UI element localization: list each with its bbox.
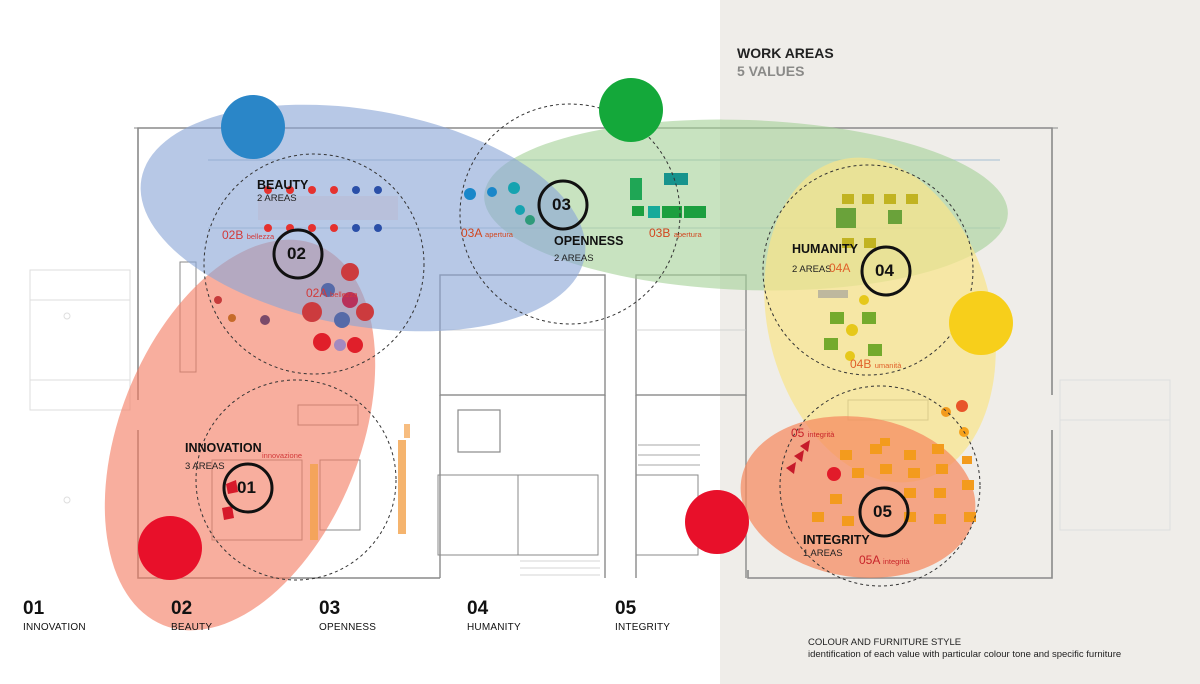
zone-label-integrity: INTEGRITY bbox=[803, 533, 870, 547]
area-name: bellezza bbox=[246, 232, 275, 241]
area-label-04a: 04A bbox=[829, 261, 850, 275]
legend-number: 04 bbox=[467, 598, 489, 619]
legend-label: INNOVATION bbox=[23, 622, 86, 633]
legend-item-integrity: 05 INTEGRITY bbox=[615, 598, 745, 633]
area-code: 03B bbox=[649, 226, 671, 240]
page-header: WORK AREAS 5 VALUES bbox=[737, 44, 834, 80]
legend-item-innovation: 01 INNOVATION bbox=[23, 598, 153, 633]
zone-number-innovation: 01 bbox=[237, 478, 256, 497]
legend-label: HUMANITY bbox=[467, 622, 521, 633]
area-label-02a: 02A bellezza bbox=[306, 286, 358, 300]
value-number-rings bbox=[222, 179, 912, 538]
legend-item-openness: 03 OPENNESS bbox=[319, 598, 449, 633]
zone-areas-humanity: 2 AREAS bbox=[792, 264, 832, 275]
area-code: 02B bbox=[222, 228, 244, 242]
area-code: 04A bbox=[829, 261, 851, 275]
area-label-05a: 05A integrità bbox=[859, 553, 910, 567]
area-label-01: innovazione bbox=[262, 447, 302, 461]
legend-label: BEAUTY bbox=[171, 622, 213, 633]
area-name: integrità bbox=[807, 430, 835, 439]
area-code: 02A bbox=[306, 286, 327, 300]
area-name: apertura bbox=[485, 230, 513, 239]
area-name: apertura bbox=[673, 230, 702, 239]
area-label-03a: 03A apertura bbox=[461, 226, 513, 240]
innovation-furniture bbox=[222, 424, 410, 540]
area-code: 05 bbox=[791, 426, 805, 440]
area-code: 05A bbox=[859, 553, 880, 567]
zone-areas-innovation: 3 AREAS bbox=[185, 461, 225, 472]
zone-number-integrity: 05 bbox=[873, 502, 892, 521]
area-label-05: 05 integrità bbox=[791, 426, 834, 440]
legend-number: 02 bbox=[171, 598, 193, 619]
dashed-guide-circles bbox=[195, 103, 981, 587]
legend-number: 01 bbox=[23, 598, 45, 619]
zone-areas-integrity: 1 AREAS bbox=[803, 548, 843, 559]
legend-label: OPENNESS bbox=[319, 622, 377, 633]
ring-beauty bbox=[272, 228, 324, 280]
area-name: integrità bbox=[883, 557, 910, 566]
zone-label-humanity: HUMANITY bbox=[792, 242, 858, 256]
zone-label-innovation: INNOVATION bbox=[185, 441, 262, 455]
ring-humanity bbox=[860, 245, 912, 297]
ring-integrity bbox=[858, 486, 910, 538]
area-label-03b: 03B apertura bbox=[649, 226, 702, 240]
legend-item-beauty: 02 BEAUTY bbox=[171, 598, 301, 633]
red-value-dot-left bbox=[138, 516, 202, 580]
green-value-dot bbox=[599, 78, 663, 142]
zone-label-beauty: BEAUTY bbox=[257, 178, 309, 192]
header-title: WORK AREAS bbox=[737, 45, 834, 61]
header-subtitle: 5 VALUES bbox=[737, 63, 805, 79]
yellow-value-dot bbox=[949, 291, 1013, 355]
ring-openness bbox=[537, 179, 589, 231]
zone-label-openness: OPENNESS bbox=[554, 234, 624, 248]
zone-number-beauty: 02 bbox=[287, 244, 306, 263]
zone-areas-openness: 2 AREAS bbox=[554, 253, 594, 264]
zone-number-humanity: 04 bbox=[875, 261, 894, 280]
red-value-dot-center bbox=[685, 490, 749, 554]
footer-title: COLOUR AND FURNITURE STYLE bbox=[808, 637, 962, 648]
area-label-04b: 04B umanità bbox=[850, 357, 901, 371]
area-name: innovazione bbox=[262, 451, 303, 460]
integrity-furniture bbox=[786, 400, 976, 526]
legend-number: 05 bbox=[615, 598, 637, 619]
beauty-furniture bbox=[214, 186, 398, 353]
zone-number-openness: 03 bbox=[552, 195, 571, 214]
legend-label: INTEGRITY bbox=[615, 622, 671, 633]
area-name: umanità bbox=[874, 361, 902, 370]
area-code: 04B bbox=[850, 357, 872, 371]
legend-number: 03 bbox=[319, 598, 341, 619]
footer-caption: COLOUR AND FURNITURE STYLE identificatio… bbox=[808, 637, 1121, 661]
footer-text: identification of each value with partic… bbox=[808, 649, 1122, 660]
ghost-plan bbox=[29, 269, 1171, 531]
area-label-02b: 02B bellezza bbox=[222, 228, 274, 242]
area-name: bellezza bbox=[330, 290, 358, 299]
area-code: 03A bbox=[461, 226, 482, 240]
stair-marks bbox=[520, 560, 600, 576]
zone-humanity-area bbox=[764, 157, 996, 483]
blue-value-dot bbox=[221, 95, 285, 159]
openness-furniture bbox=[464, 173, 706, 225]
legend-item-humanity: 04 HUMANITY bbox=[467, 598, 597, 633]
humanity-furniture bbox=[818, 194, 918, 361]
ring-innovation bbox=[222, 462, 274, 514]
zone-areas-beauty: 2 AREAS bbox=[257, 193, 297, 204]
